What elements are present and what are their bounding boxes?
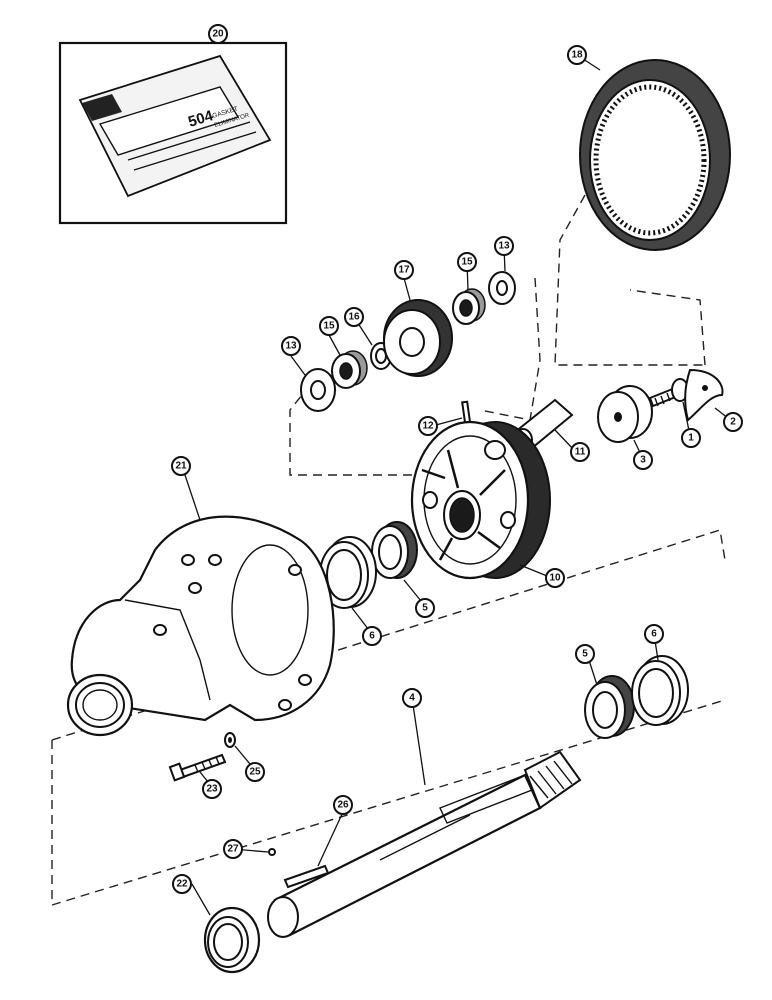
callout-23: 23 [202, 779, 222, 799]
callout-2: 2 [723, 412, 743, 432]
svg-text:23: 23 [206, 784, 218, 795]
svg-text:2: 2 [730, 417, 736, 428]
callout-26: 26 [333, 795, 353, 815]
svg-text:6: 6 [651, 629, 657, 640]
leader-lines [184, 33, 734, 916]
sealant-inset: 504 GASKET ELIMINATOR [58, 33, 288, 225]
bearing-cone-lower [584, 675, 635, 739]
housing-washer [224, 732, 236, 748]
bearing-cup-lower [631, 655, 689, 726]
callout-20: 20 [208, 24, 228, 44]
sealant-product-number: 504 [186, 107, 216, 131]
callout-25: 25 [245, 762, 265, 782]
svg-text:3: 3 [640, 455, 646, 466]
callout-27: 27 [223, 839, 243, 859]
svg-text:1: 1 [688, 433, 694, 444]
svg-text:26: 26 [337, 800, 349, 811]
bearing-cone-upper [371, 521, 418, 579]
svg-text:17: 17 [398, 265, 410, 276]
thrust-washer-right [488, 271, 516, 305]
callout-21: 21 [171, 456, 191, 476]
callout-4: 4 [402, 688, 422, 708]
svg-text:10: 10 [549, 573, 561, 584]
callout-3: 3 [633, 450, 653, 470]
svg-text:21: 21 [175, 461, 187, 472]
callout-22: 22 [172, 874, 192, 894]
svg-text:13: 13 [498, 241, 510, 252]
bearing-cup-upper [319, 536, 377, 609]
svg-text:20: 20 [212, 29, 224, 40]
callout-6-upper: 6 [362, 626, 382, 646]
housing-bolt [168, 753, 227, 782]
callout-18: 18 [567, 45, 587, 65]
svg-text:27: 27 [227, 844, 239, 855]
detent-ball [268, 848, 276, 856]
svg-text:15: 15 [323, 321, 335, 332]
retainer-washer [597, 385, 653, 443]
planet-gear [383, 299, 453, 377]
callout-17: 17 [394, 260, 414, 280]
oil-seal [203, 906, 261, 974]
callout-13-right: 13 [494, 236, 514, 256]
svg-text:15: 15 [461, 257, 473, 268]
axle-housing [66, 515, 335, 737]
svg-text:11: 11 [575, 447, 586, 458]
shaft-key [283, 864, 330, 889]
planet-carrier [410, 420, 551, 580]
callout-15-left: 15 [319, 316, 339, 336]
callout-11: 11 [570, 442, 590, 462]
callout-10: 10 [545, 568, 565, 588]
svg-text:5: 5 [422, 603, 428, 614]
svg-text:12: 12 [422, 421, 434, 432]
needle-bearing-right [452, 288, 486, 325]
svg-text:18: 18 [571, 50, 583, 61]
lock-plate [684, 368, 724, 422]
callout-5-upper: 5 [415, 598, 435, 618]
callout-6-lower: 6 [644, 624, 664, 644]
svg-text:16: 16 [348, 312, 360, 323]
callout-13-left: 13 [281, 336, 301, 356]
callout-5-lower: 5 [575, 644, 595, 664]
needle-bearing-left [331, 350, 368, 389]
callout-12: 12 [418, 416, 438, 436]
svg-text:25: 25 [249, 767, 261, 778]
cap-bolt [648, 378, 689, 408]
thrust-washer-left [300, 368, 336, 412]
svg-text:22: 22 [176, 879, 188, 890]
svg-text:5: 5 [582, 649, 588, 660]
callout-15-right: 15 [457, 252, 477, 272]
ring-gear [579, 59, 731, 251]
axle-shaft [267, 750, 582, 938]
callout-1: 1 [681, 428, 701, 448]
callout-16: 16 [344, 307, 364, 327]
sealant-package: 504 GASKET ELIMINATOR [78, 54, 272, 198]
svg-text:4: 4 [409, 693, 415, 704]
svg-text:13: 13 [285, 341, 297, 352]
svg-text:6: 6 [369, 631, 375, 642]
